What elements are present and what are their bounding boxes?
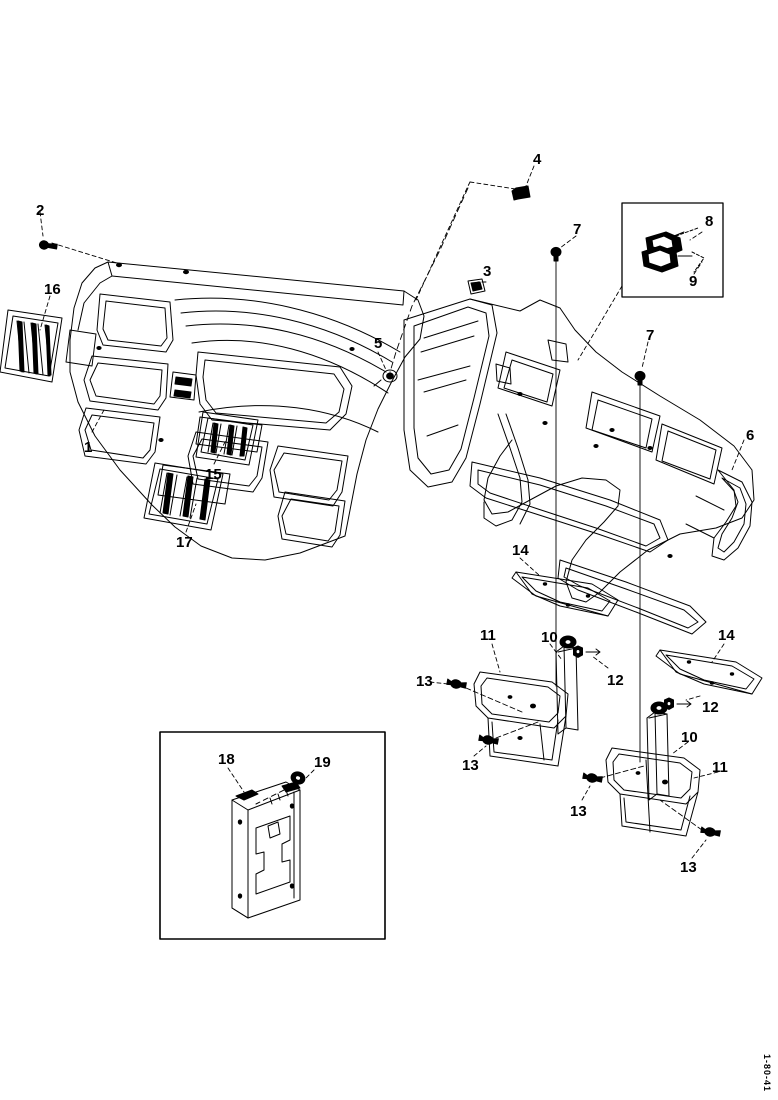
callout-11-left: 11 [480, 627, 496, 644]
callout-18: 18 [218, 751, 235, 768]
bolt-13-a [445, 677, 468, 691]
stay-rod-10-right [646, 701, 670, 801]
bolt-13-d [699, 825, 722, 839]
callout-14-left: 14 [512, 542, 529, 559]
inset-clamp-box [621, 202, 724, 298]
bolt-13-c [581, 771, 604, 785]
face-vent-opening-centre [195, 416, 263, 453]
air-vent-16 [0, 309, 63, 383]
panel-mount-holes [96, 262, 355, 442]
stay-rod-10-left [555, 635, 579, 735]
callout-11-right: 11 [712, 759, 728, 776]
leader-lines-solid [465, 687, 703, 831]
lower-centre-recess [187, 431, 269, 493]
callout-13-a: 13 [416, 673, 433, 690]
callout-9: 9 [689, 273, 698, 290]
left-lower-recess [78, 407, 161, 465]
support-frame-6 [403, 298, 755, 635]
nut-12-left [573, 645, 583, 658]
callout-17: 17 [176, 534, 193, 551]
screw-19 [255, 771, 306, 805]
callout-19: 19 [314, 754, 331, 771]
callout-7-lower: 7 [646, 327, 655, 344]
callout-15: 15 [205, 466, 222, 483]
callout-7-upper: 7 [573, 221, 582, 238]
callout-12-left: 12 [607, 672, 624, 689]
callout-4: 4 [533, 151, 542, 168]
bracket-11-left [473, 671, 569, 767]
instrument-cluster-bezel [195, 351, 353, 431]
air-vent-17 [143, 462, 224, 531]
air-vent-15 [195, 411, 259, 466]
callout-16: 16 [44, 281, 61, 298]
callout-13-d: 13 [680, 859, 697, 876]
mounting-plate-18 [231, 781, 301, 919]
callout-8: 8 [705, 213, 714, 230]
callout-5: 5 [374, 335, 383, 352]
callout-1: 1 [84, 439, 93, 456]
callout-6: 6 [746, 427, 755, 444]
lower-right-recess [269, 445, 349, 507]
callout-12-right: 12 [702, 699, 719, 716]
assembly-axis-lines [555, 257, 641, 763]
cover-plate-14-right [655, 649, 763, 695]
centre-switch-panel [169, 371, 197, 401]
left-middle-recess [83, 355, 169, 411]
callout-13-b: 13 [462, 757, 479, 774]
bracket-11-right [605, 747, 701, 837]
callout-3: 3 [483, 263, 492, 280]
screw-2 [38, 239, 58, 252]
callout-2: 2 [36, 202, 45, 219]
callout-10-right: 10 [681, 729, 698, 746]
callout-14-right: 14 [718, 627, 735, 644]
face-vent-opening-lower [157, 464, 231, 505]
cover-plate-14-left [511, 571, 619, 617]
callout-13-c: 13 [570, 803, 587, 820]
nut-12-right [664, 697, 674, 710]
face-vent-opening-left [65, 329, 97, 367]
fasteners [38, 185, 722, 839]
left-upper-recess [96, 293, 174, 353]
callout-10-left: 10 [541, 629, 558, 646]
explode-path-4 [389, 187, 469, 373]
bolt-13-b [477, 733, 500, 747]
inset-bracket-box [159, 731, 386, 940]
dashboard-panel-outline [69, 261, 425, 561]
drawing-reference-code: 1-80-41 [762, 1053, 772, 1092]
right-side-recess [277, 491, 346, 548]
